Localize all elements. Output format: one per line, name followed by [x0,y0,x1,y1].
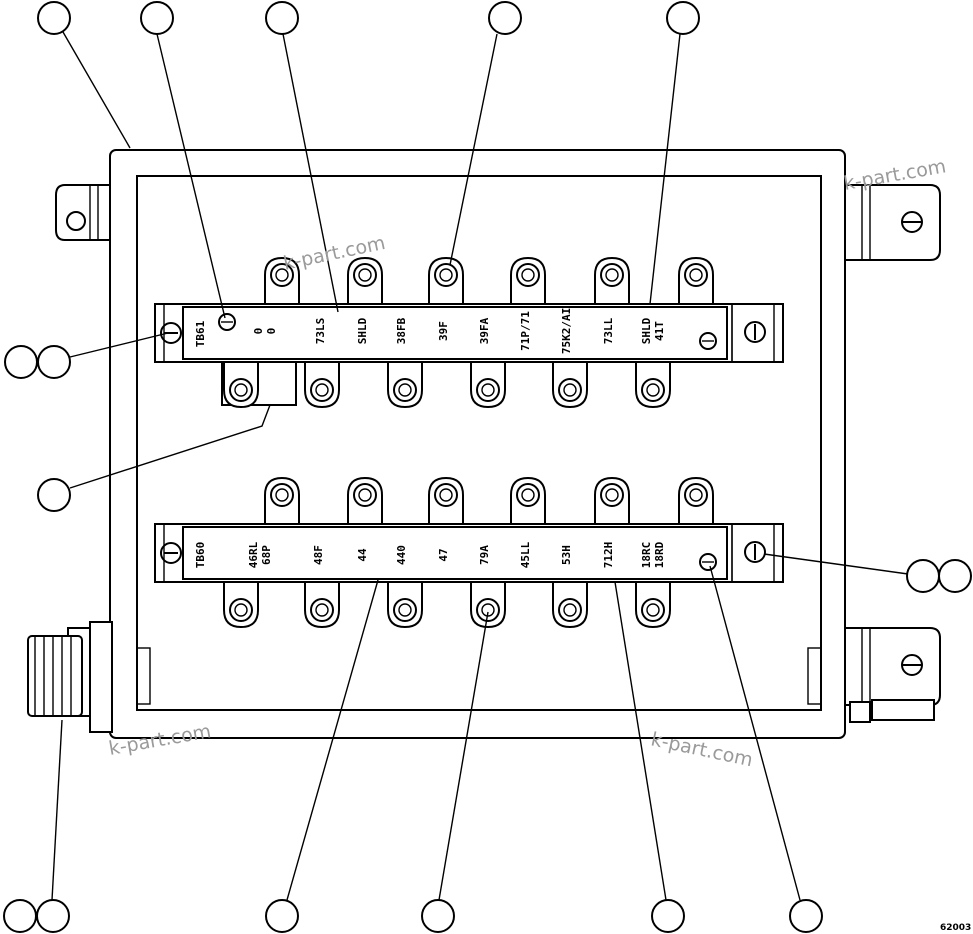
tb61-terminal-label: SHLD [356,317,369,344]
callout-balloon [4,345,38,379]
callout-balloon [906,559,940,593]
tb60-terminal-label: 45LL [519,541,532,568]
figure-number: 62003 [940,923,971,933]
tb61-terminal-label: 39F [437,321,450,341]
callout-balloon [3,899,37,933]
tb61-terminal-label: SHLD41T [640,317,666,344]
tb60-terminal-label: 46RL68P [247,541,273,568]
tb61-terminal-label: 75K2/AI [560,308,573,354]
tb61-terminal-label: 73LS [314,318,327,345]
tb61-terminal-label: 00 [252,328,278,335]
callout-balloon [421,899,455,933]
tb61-terminal-label: 73LL [602,317,615,344]
callout-balloon [651,899,685,933]
tb60-terminal-label: 18RC18RD [640,541,666,568]
mounting-tabs [55,184,941,723]
callout-balloon [37,478,71,512]
callout-balloon [37,345,71,379]
tb61-terminal-label: 38FB [395,317,408,344]
callout-balloon [265,899,299,933]
callout-balloon [36,899,70,933]
callout-balloon [488,1,522,35]
enclosure [109,149,846,739]
callout-balloon [265,1,299,35]
cable-connector [27,621,113,733]
terminal-strip-tb61: TB61 00 73LS SHLD 38FB 39F 39FA 71P/71 75K2/AI 7… [154,256,784,409]
tb60-id-label: TB60 [194,542,207,569]
top-strip-screws-upper [264,256,714,305]
tb61-terminal-label: 71P/71 [519,311,532,351]
leader-lines [51,31,909,901]
callout-balloon [789,899,823,933]
tb61-terminal-label: 39FA [478,317,491,344]
callout-balloon [938,559,972,593]
terminal-strip-tb60: TB60 46RL68P 48F 44 440 47 79A 45LL 53H 712H 18RC… [154,476,784,629]
tb60-terminal-label: 48F [312,545,325,565]
tb60-terminal-label: 440 [395,545,408,565]
bottom-strip-screws-lower [223,580,671,629]
tb61-id-label: TB61 [194,320,207,347]
top-strip-screws-lower [223,360,671,409]
tb60-terminal-label: 712H [602,542,615,569]
callout-balloon [37,1,71,35]
tb60-terminal-label: 47 [437,548,450,561]
tb60-terminal-label: 53H [560,545,573,565]
callout-balloon [666,1,700,35]
tb60-terminal-label: 44 [356,548,369,562]
callout-balloon [140,1,174,35]
bottom-strip-screws-upper [264,476,714,525]
tb60-terminal-label: 79A [478,545,491,565]
callout-balloons [3,1,972,933]
